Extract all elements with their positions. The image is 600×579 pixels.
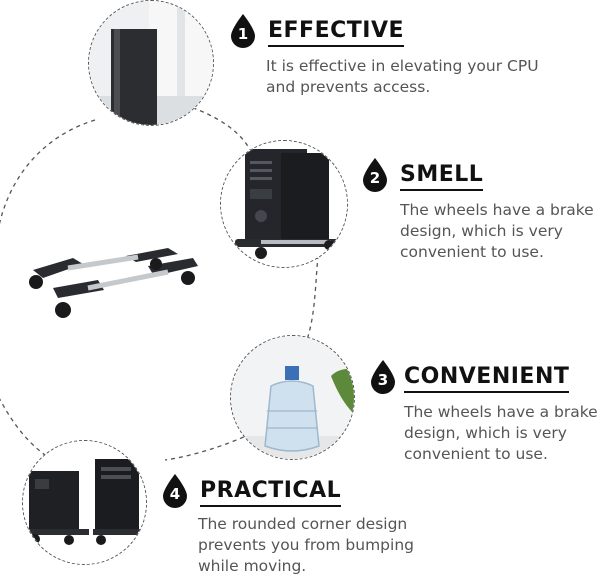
feature-smell: 2 SMELL The wheels have a brake design, … — [362, 152, 600, 267]
water-jug-circle-image — [230, 335, 355, 460]
feature-effective: 1 EFFECTIVE It is effective in elevating… — [230, 8, 590, 108]
water-drop-icon — [231, 14, 255, 48]
feature-number-badge: 4 — [162, 474, 188, 508]
water-drop-icon — [363, 158, 387, 192]
feature-description: The rounded corner design prevents you f… — [198, 515, 414, 575]
feature-number: 2 — [369, 169, 381, 187]
feature-number: 1 — [237, 25, 249, 43]
feature-title: EFFECTIVE — [268, 18, 405, 47]
water-drop-icon — [371, 360, 395, 394]
feature-number-badge: 2 — [362, 158, 388, 192]
feature-title: SMELL — [400, 162, 484, 191]
feature-title: CONVENIENT — [404, 364, 570, 393]
cpu-stand-product-image — [29, 248, 198, 318]
feature-description: It is effective in elevating your CPU an… — [266, 57, 539, 96]
feature-number-badge: 1 — [230, 14, 256, 48]
pc-on-stand-circle-image — [220, 140, 348, 268]
feature-practical: 4 PRACTICAL The rounded corner design pr… — [162, 468, 462, 578]
feature-description: The wheels have a brake design, which is… — [400, 201, 594, 261]
closeup-circle-image — [88, 0, 214, 126]
feature-number: 3 — [377, 371, 389, 389]
feature-title: PRACTICAL — [200, 478, 342, 507]
water-drop-icon — [163, 474, 187, 508]
feature-number: 4 — [169, 485, 181, 503]
feature-convenient: 3 CONVENIENT The wheels have a brake des… — [370, 354, 600, 469]
feature-number-badge: 3 — [370, 360, 396, 394]
two-pcs-circle-image — [22, 440, 147, 565]
feature-description: The wheels have a brake design, which is… — [404, 403, 598, 463]
